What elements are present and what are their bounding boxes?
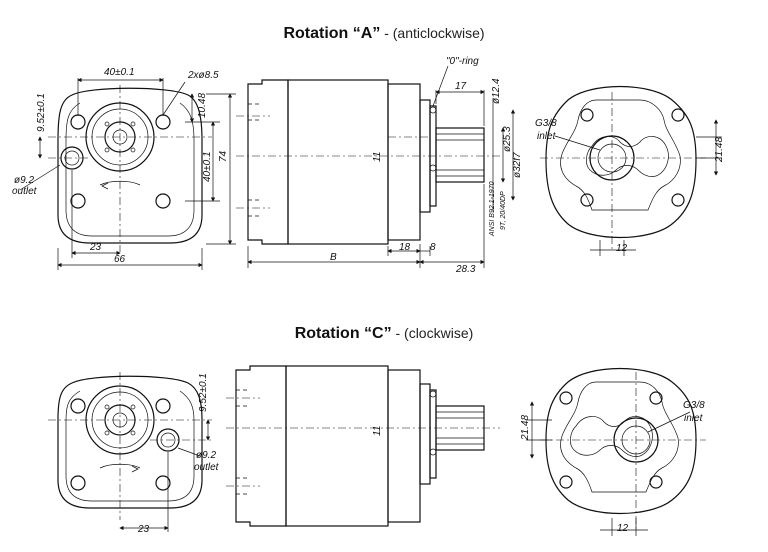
rotation-c-title-main: Rotation “C” <box>294 325 392 342</box>
rotation-c-title: Rotation “C” - (clockwise) <box>0 325 768 343</box>
rotation-c-title-sub: - (clockwise) <box>391 325 474 341</box>
dim-bolt-spacing-a: 40±0.1 <box>104 67 135 78</box>
dim-shaft-center-a: 11 <box>372 152 383 162</box>
dim-inlet-offset-a: 21.48 <box>714 137 725 163</box>
side-view-a <box>236 65 516 268</box>
front-view-a <box>19 77 236 270</box>
side-view-c <box>226 365 500 527</box>
dim-dia2-a: ø25.3 <box>502 126 513 152</box>
dim-inlet-width-a: 12 <box>616 243 628 254</box>
rotation-a-title-main: Rotation “A” <box>283 25 381 42</box>
dim-offset-a: 9.52±0.1 <box>36 93 47 132</box>
dim-inlet-label-a: inlet <box>537 131 557 142</box>
dim-right-offset-a: 10.48 <box>197 93 208 118</box>
dim-flange-step-a: 8 <box>430 242 436 253</box>
rear-view-c <box>526 368 706 536</box>
rear-view-a-labels: G3/8 inlet 21.48 12 <box>535 118 725 254</box>
dim-key-len-a: 17 <box>455 81 467 92</box>
dim-dia1-a: ø12.4 <box>491 78 502 104</box>
front-view-a-labels: 40±0.1 2xø8.5 9.52±0.1 10.48 40±0.1 74 ø… <box>12 67 229 265</box>
dim-outlet-size-c: ø9.2 <box>196 450 216 461</box>
front-view-c-labels: 9.52±0.1 ø9.2 outlet 23 <box>137 373 220 535</box>
dim-outlet-label-a: outlet <box>12 186 38 197</box>
dim-shaft-center-c: 11 <box>372 426 383 436</box>
dim-outlet-size-a: ø9.2 <box>14 175 34 186</box>
dim-port-offset-a: 23 <box>89 242 102 253</box>
side-view-a-labels: "0"-ring 17 ø12.4 ø25.3 ø32f7 ANSI B92.1… <box>330 56 523 275</box>
std1-a: ANSI B92.1-1970 <box>489 181 496 237</box>
dim-shaft-len-a: 28.3 <box>455 264 476 275</box>
rear-view-c-labels: G3/8 inlet 21.48 12 <box>520 400 705 534</box>
rear-view-a <box>540 86 722 256</box>
dim-dia3-a: ø32f7 <box>512 152 523 178</box>
dim-inlet-width-c: 12 <box>617 523 629 534</box>
rotation-a-title: Rotation “A” - (anticlockwise) <box>0 25 768 43</box>
dim-port-offset-c: 23 <box>137 524 150 535</box>
std2-a: 9T, 20/40DP <box>500 191 507 230</box>
dim-inlet-size-c: G3/8 <box>683 400 705 411</box>
dim-length-a: B <box>330 252 337 263</box>
side-view-c-labels: 11 <box>372 426 383 436</box>
dim-inlet-offset-c: 21.48 <box>520 415 531 441</box>
dim-offset-c: 9.52±0.1 <box>198 373 209 412</box>
rotation-a-title-sub: - (anticlockwise) <box>380 25 485 41</box>
dim-inlet-label-c: inlet <box>684 413 704 424</box>
dim-outlet-label-c: outlet <box>194 462 220 473</box>
dim-inlet-size-a: G3/8 <box>535 118 557 129</box>
dim-flange-len-a: 18 <box>399 242 411 253</box>
dim-height-a: 74 <box>218 150 229 162</box>
dim-oring-a: "0"-ring <box>446 56 479 67</box>
dim-height-spacing-a: 40±0.1 <box>202 151 213 182</box>
dim-holes-a: 2xø8.5 <box>187 70 219 81</box>
front-view-c <box>48 372 212 532</box>
dim-width-a: 66 <box>114 254 126 265</box>
